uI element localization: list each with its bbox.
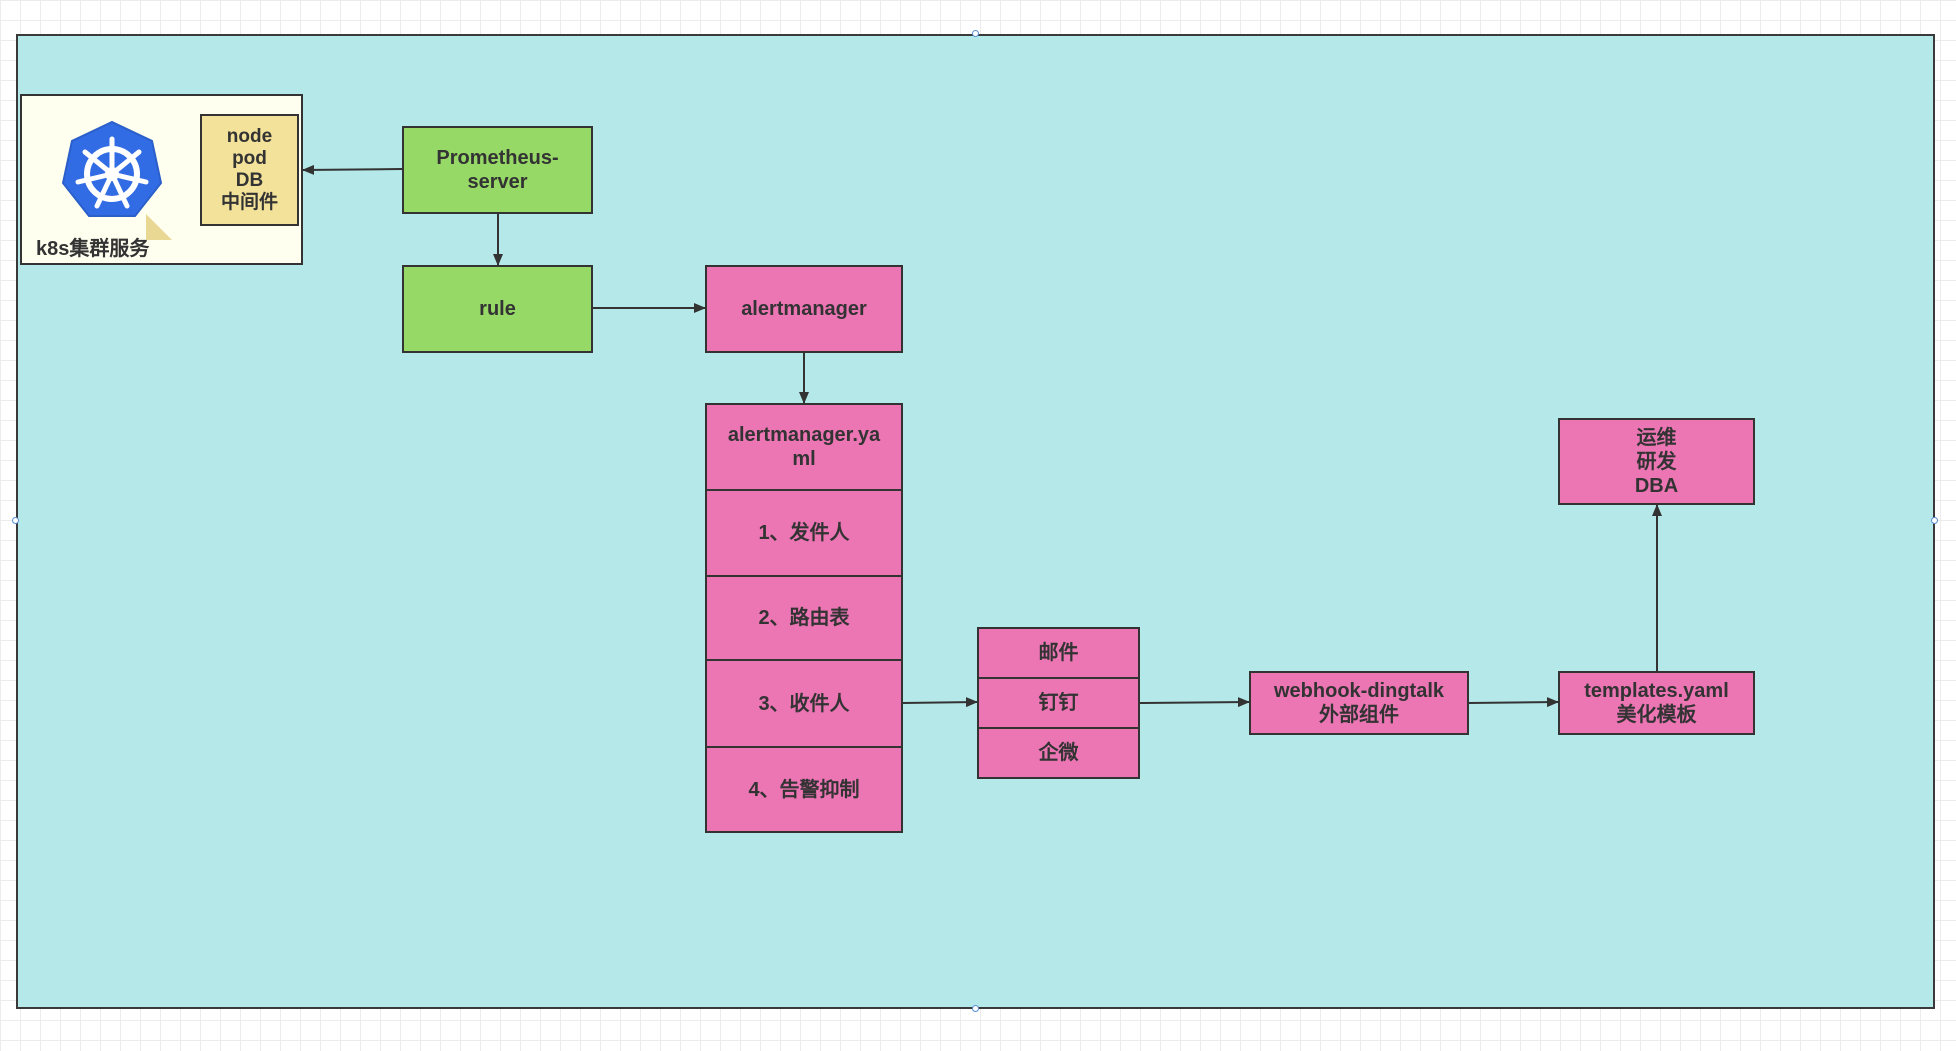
resize-handle-left[interactable] (12, 517, 19, 524)
resize-handle-bottom[interactable] (972, 1005, 979, 1012)
k8s-cluster-label: k8s集群服务 (36, 238, 150, 260)
edge-prometheus-to-k8s[interactable] (302, 164, 403, 175)
channel-mail-node[interactable]: 邮件 (977, 627, 1140, 679)
prometheus-server-node[interactable]: Prometheus- server (402, 126, 593, 214)
alertmanager-node[interactable]: alertmanager (705, 265, 903, 353)
webhook-dingtalk-node[interactable]: webhook-dingtalk 外部组件 (1249, 671, 1469, 735)
channel-wecom-node[interactable]: 企微 (977, 727, 1140, 779)
audience-node[interactable]: 运维 研发 DBA (1558, 418, 1755, 505)
alertmanager-yaml-item-inhibit[interactable]: 4、告警抑制 (705, 746, 903, 833)
resize-handle-right[interactable] (1931, 517, 1938, 524)
note-corner-icon (146, 214, 172, 240)
k8s-resources-box[interactable]: node pod DB 中间件 (200, 114, 299, 226)
rule-node[interactable]: rule (402, 265, 593, 353)
edge-receivers-to-channels[interactable] (902, 697, 978, 708)
alertmanager-yaml-item-receivers[interactable]: 3、收件人 (705, 659, 903, 748)
alertmanager-yaml-header[interactable]: alertmanager.ya ml (705, 403, 903, 491)
alertmanager-yaml-item-sender[interactable]: 1、发件人 (705, 489, 903, 577)
kubernetes-icon (61, 120, 163, 217)
templates-yaml-node[interactable]: templates.yaml 美化模板 (1558, 671, 1755, 735)
resize-handle-top[interactable] (972, 30, 979, 37)
edge-dingtalk-to-webhook[interactable] (1139, 697, 1250, 708)
edge-webhook-to-templates[interactable] (1468, 697, 1559, 708)
diagram-container[interactable] (16, 34, 1935, 1009)
